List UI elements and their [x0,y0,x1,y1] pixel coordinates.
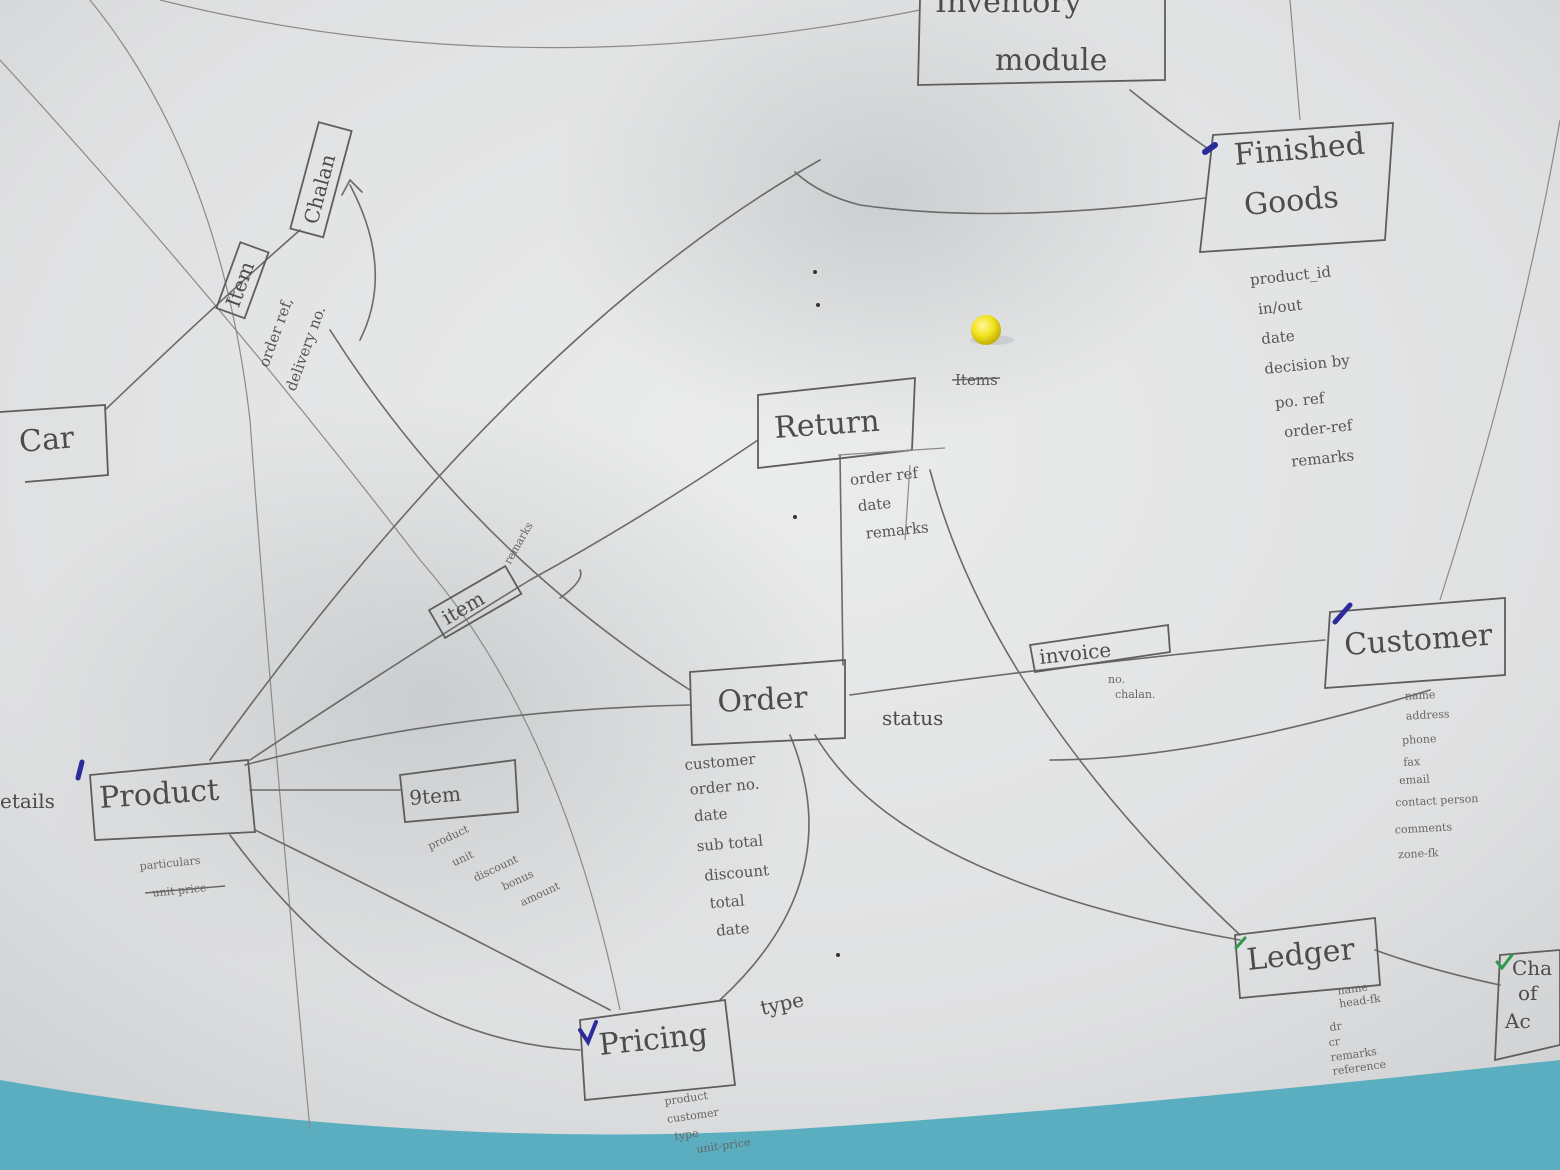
inventory-module-title-1: Inventory [935,0,1082,20]
check-product-icon [75,759,85,781]
order-attr-5: discount [704,861,770,885]
order-attr-3: date [693,804,728,825]
car-title: Car [18,420,77,460]
finished-goods-attributes: product_id in/out date decision by po. r… [1249,262,1355,470]
ledger-attr-3: dr [1329,1019,1344,1034]
order-title: Order [717,680,810,720]
line-finishedgoods-return [794,171,1206,215]
customer-attributes: name address phone fax email contact per… [1394,688,1479,861]
pricing-box [579,998,737,1101]
pricing-attr-4: unit-price [696,1136,752,1156]
pencil-dot [813,270,817,274]
item-order-label: 9tem [408,782,461,810]
line-product-order [244,704,691,766]
arc-top [159,0,921,49]
finished-goods-box [1198,122,1394,253]
chart-of-accounts-title-3: Ac [1504,1009,1531,1033]
ledger-box [1234,916,1381,999]
line-return-product [209,159,821,761]
ledger-attr-1: name [1337,980,1369,997]
line-item-return-order [559,569,582,599]
return-attr-2: date [857,494,892,515]
chart-of-accounts-box [1494,949,1560,1062]
check-ledger-icon [1234,936,1247,950]
product-attr-strike [144,885,226,894]
customer-attr-1: name [1404,688,1435,703]
check-finished-goods-icon [1202,142,1218,155]
pencil-dot [836,953,840,957]
customer-attr-2: address [1406,707,1451,722]
fg-attr-3: date [1260,327,1295,348]
line-ledger-chart [1374,949,1501,986]
fg-attr-2: in/out [1257,296,1303,319]
order-attributes: customer order no. date sub total discou… [684,750,770,940]
pencil-dot [793,515,797,519]
order-box [689,659,846,746]
inventory-module-box [917,0,1166,86]
pricing-attr-1: product [664,1089,710,1108]
ledger-attr-2: head-fk [1338,992,1381,1011]
items-struck-label: Items [955,371,998,389]
customer-attr-5: email [1399,773,1431,788]
pricing-attr-3: type [674,1127,700,1143]
line-car-chalan [104,229,301,411]
item-order-relationship: 9tem [399,758,519,823]
ledger-attr-5: remarks [1330,1045,1378,1064]
line-product-pricing-lower [229,834,581,1051]
pencil-dot [816,303,820,307]
line-return-order [249,439,759,761]
arc-left-vertical [89,0,311,1131]
pushpin-icon [970,315,1014,345]
chart-of-accounts-title-2: of [1518,981,1539,1005]
arc-top-right [1289,0,1301,121]
arc-right [1439,119,1560,601]
line-return-order-vertical [839,454,844,666]
customer-attr-6: contact person [1395,792,1479,809]
car-box [0,404,109,483]
return-title: Return [773,404,881,446]
customer-attr-8: zone-fk [1398,846,1439,861]
inventory-module-title-2: module [995,43,1107,78]
customer-box [1324,597,1506,689]
chalan-arrow [341,178,377,341]
line-chalan-order [329,329,691,691]
fg-attr-5: po. ref [1274,389,1327,412]
customer-attr-4: fax [1403,755,1421,769]
arc-left-diagonal [0,59,621,1011]
line-order-ledger [814,734,1241,941]
items-strike-line [951,377,1001,381]
customer-attr-7: comments [1394,820,1452,836]
paper-shadow [550,0,1210,440]
invoice-attr-no: no. [1108,673,1125,686]
line-return-ledger [929,469,1241,936]
order-attr-6: total [709,891,745,912]
invoice-attr-chalan: chalan. [1115,688,1155,701]
finished-goods-title-2: Goods [1243,180,1340,223]
ledger-attr-4: cr [1328,1035,1342,1050]
product-box [89,759,256,841]
chart-of-accounts-title-1: Cha [1512,956,1552,980]
status-label: status [882,706,943,730]
line-customer-ledger [1049,689,1431,761]
line-order-pricing [719,734,810,1001]
product-details-prefix: etails [0,789,55,813]
check-chart-icon [1495,953,1514,971]
product-attr-1: particulars [139,854,201,873]
line-inventory-finishedgoods [1129,89,1211,151]
return-attr-bracket [837,447,946,541]
order-attr-7: date [715,919,750,940]
paper-shadow-lower [10,400,850,1000]
check-pricing-icon [578,1020,598,1047]
check-customer-icon [1332,602,1353,625]
line-product-pricing [254,829,611,1011]
order-attr-4: sub total [696,831,764,855]
customer-attr-3: phone [1402,732,1437,747]
product-title: Product [98,773,220,816]
